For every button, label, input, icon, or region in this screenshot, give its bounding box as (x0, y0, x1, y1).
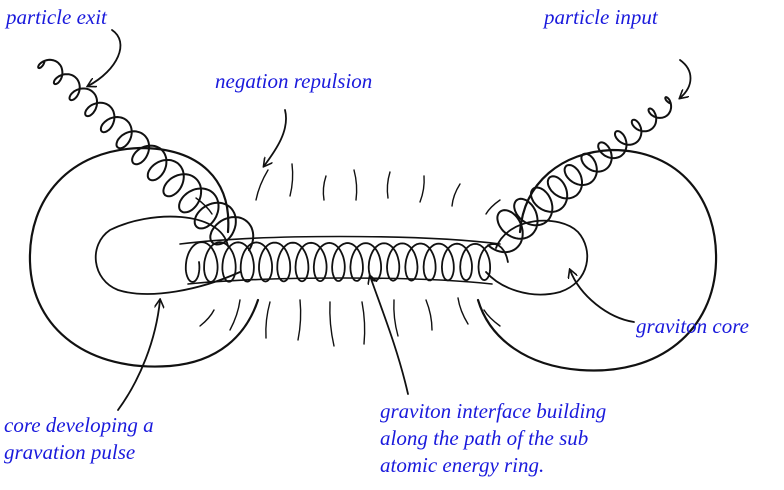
label-core-developing-line-2: gravation pulse (4, 439, 154, 466)
negation-flux-lines (196, 164, 500, 346)
flux-line (290, 164, 293, 196)
flux-line (387, 172, 390, 198)
arrow-core-developing (118, 300, 160, 410)
label-graviton-interface: graviton interface building along the pa… (380, 398, 606, 479)
right-lobe-inner (486, 221, 587, 295)
label-negation-repulsion: negation repulsion (215, 68, 372, 95)
label-graviton-core: graviton core (636, 313, 749, 340)
flux-line (266, 302, 270, 338)
label-particle-input: particle input (544, 4, 658, 31)
flux-line (354, 170, 357, 200)
flux-line (230, 300, 240, 330)
label-graviton-interface-line-1: graviton interface building (380, 398, 606, 425)
center-coil (186, 242, 508, 282)
flux-line (458, 298, 468, 324)
label-core-developing: core developing a gravation pulse (4, 412, 154, 466)
left-lobe-inner (96, 217, 240, 294)
arrow-negation-repulsion (264, 110, 286, 166)
label-particle-exit: particle exit (6, 4, 107, 31)
label-graviton-interface-line-2: along the path of the sub (380, 425, 606, 452)
flux-line (330, 302, 334, 346)
coil-center-loops (186, 242, 508, 282)
flux-line (256, 170, 268, 200)
arrow-graviton-interface (370, 276, 408, 394)
label-core-developing-line-1: core developing a (4, 412, 154, 439)
flux-line (486, 200, 500, 214)
flux-line (452, 184, 460, 206)
input-coil (488, 97, 671, 252)
coil-input-loops (488, 97, 671, 252)
flux-line (426, 300, 432, 330)
flux-line (394, 300, 398, 336)
flux-line (420, 176, 424, 202)
flux-line (362, 302, 365, 344)
label-graviton-interface-line-3: atomic energy ring. (380, 452, 606, 479)
flux-line (200, 310, 214, 326)
flux-line (298, 300, 301, 340)
arrow-particle-input (680, 60, 691, 98)
arrow-particle-exit (88, 30, 120, 86)
flux-line (323, 176, 326, 200)
